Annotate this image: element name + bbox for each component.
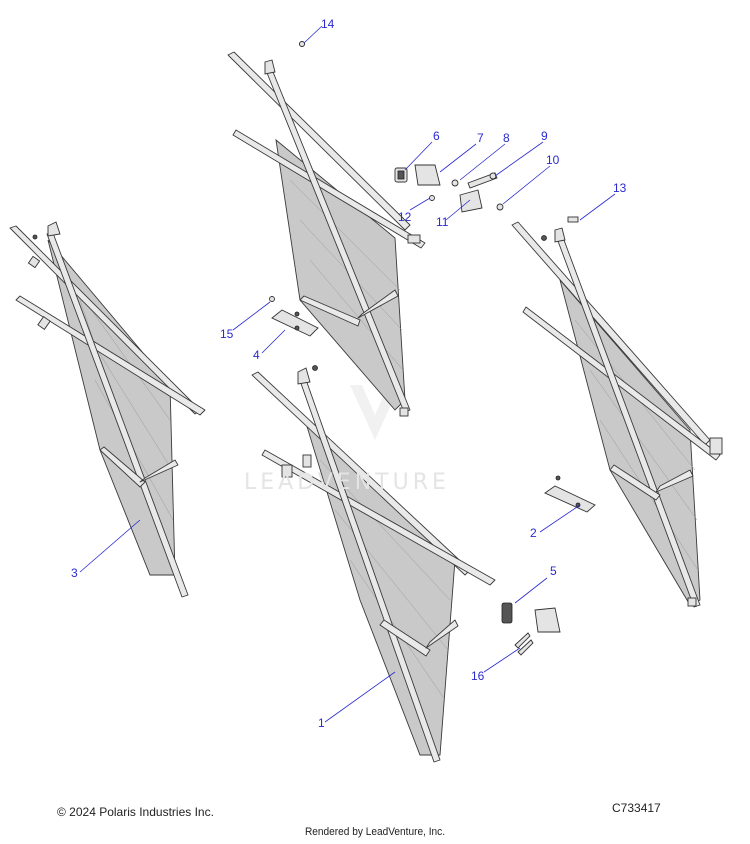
diagram-id: C733417 bbox=[612, 801, 661, 815]
callout-13[interactable]: 13 bbox=[613, 181, 627, 195]
part-11-plate bbox=[459, 189, 483, 213]
net-upper bbox=[227, 41, 426, 417]
part-9-bolt bbox=[467, 172, 498, 189]
part-8-clip bbox=[451, 179, 459, 187]
callout-5[interactable]: 5 bbox=[550, 564, 557, 578]
net-left bbox=[9, 221, 206, 598]
callout-16[interactable]: 16 bbox=[471, 669, 485, 683]
callout-15[interactable]: 15 bbox=[220, 327, 234, 341]
part-16-bolts bbox=[514, 632, 534, 656]
part-4-bracket bbox=[271, 309, 319, 337]
callout-4[interactable]: 4 bbox=[253, 348, 260, 362]
part-13-screw bbox=[567, 216, 579, 223]
copyright-text: © 2024 Polaris Industries Inc. bbox=[57, 805, 214, 819]
part-12-screw bbox=[429, 195, 435, 201]
net-lower bbox=[251, 365, 496, 763]
callout-14[interactable]: 14 bbox=[321, 17, 335, 31]
part-2-bracket bbox=[544, 475, 596, 513]
callout-11[interactable]: 11 bbox=[436, 215, 449, 229]
part-6-buckle bbox=[394, 167, 408, 183]
rendered-by-text: Rendered by LeadVenture, Inc. bbox=[304, 826, 446, 838]
net-right bbox=[511, 221, 723, 608]
callout-1[interactable]: 1 bbox=[318, 716, 325, 730]
callout-3[interactable]: 3 bbox=[71, 566, 78, 580]
watermark-text: LEADVENTURE bbox=[244, 470, 450, 495]
part-7-buckle bbox=[414, 164, 441, 186]
callout-9[interactable]: 9 bbox=[541, 129, 548, 143]
callout-12[interactable]: 12 bbox=[398, 210, 412, 224]
callout-7[interactable]: 7 bbox=[477, 131, 484, 145]
part-15-screw bbox=[269, 296, 275, 302]
callout-2[interactable]: 2 bbox=[530, 526, 537, 540]
callout-6[interactable]: 6 bbox=[433, 129, 440, 143]
callout-10[interactable]: 10 bbox=[546, 153, 560, 167]
part-10-nut bbox=[496, 203, 504, 211]
callout-8[interactable]: 8 bbox=[503, 131, 510, 145]
part-14-screw bbox=[299, 41, 305, 47]
part-5-buckle bbox=[501, 602, 561, 633]
